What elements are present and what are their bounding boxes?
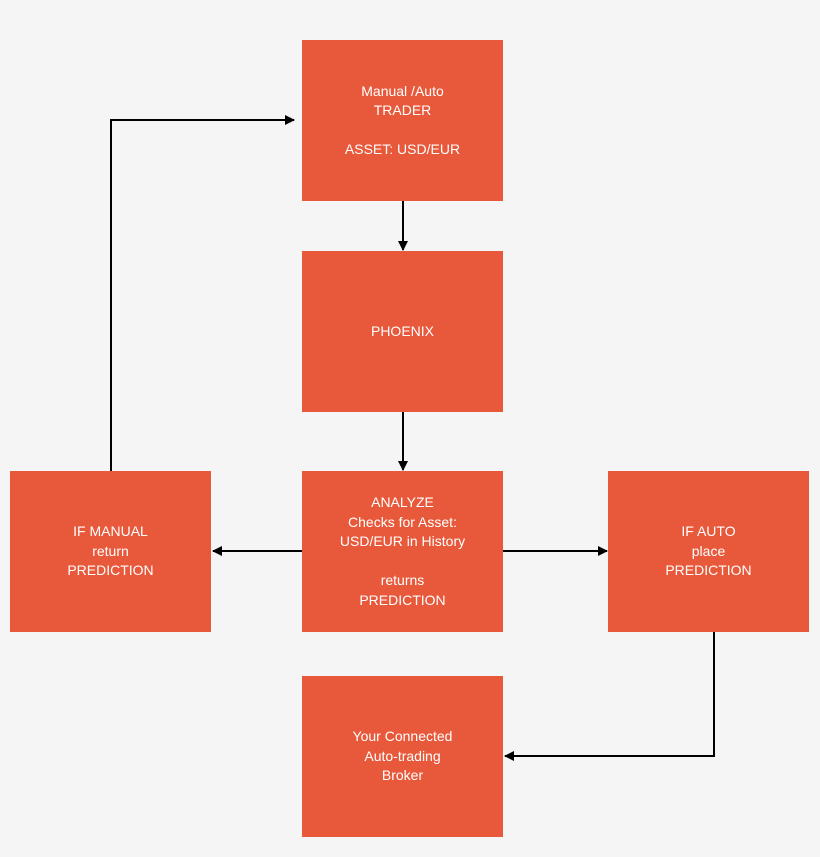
node-analyze-line-1: Checks for Asset: <box>348 513 457 530</box>
node-manual-line-2: PREDICTION <box>67 562 154 579</box>
node-manual-line-0: IF MANUAL <box>73 523 148 540</box>
node-manual-line-1: return <box>92 542 129 559</box>
node-analyze: ANALYZE Checks for Asset: USD/EUR in Histo… <box>302 471 503 632</box>
node-analyze-line-2: USD/EUR in History <box>339 533 466 549</box>
node-analyze-line-0: ANALYZE <box>371 494 434 510</box>
arrow-auto-to-broker <box>504 632 715 761</box>
node-analyze-line-4: returns <box>380 572 425 588</box>
node-trader-line-3: ASSET: USD/EUR <box>344 141 461 157</box>
node-auto-line-1: place <box>691 542 726 559</box>
node-auto-line-2: PREDICTION <box>665 562 752 579</box>
node-trader-line-1: TRADER <box>373 102 432 118</box>
node-broker-line-2: Broker <box>381 767 424 784</box>
node-phoenix: PHOENIX <box>302 251 503 412</box>
node-broker-line-0: Your Connected <box>352 728 453 745</box>
node-phoenix-line-0: PHOENIX <box>370 322 434 339</box>
node-broker-line-1: Auto-trading <box>364 747 441 764</box>
node-auto-line-0: IF AUTO <box>681 523 736 540</box>
node-analyze-line-5: PREDICTION <box>359 591 446 608</box>
arrow-manual-to-trader <box>110 115 295 471</box>
node-trader-line-0: Manual /Auto <box>361 82 444 99</box>
